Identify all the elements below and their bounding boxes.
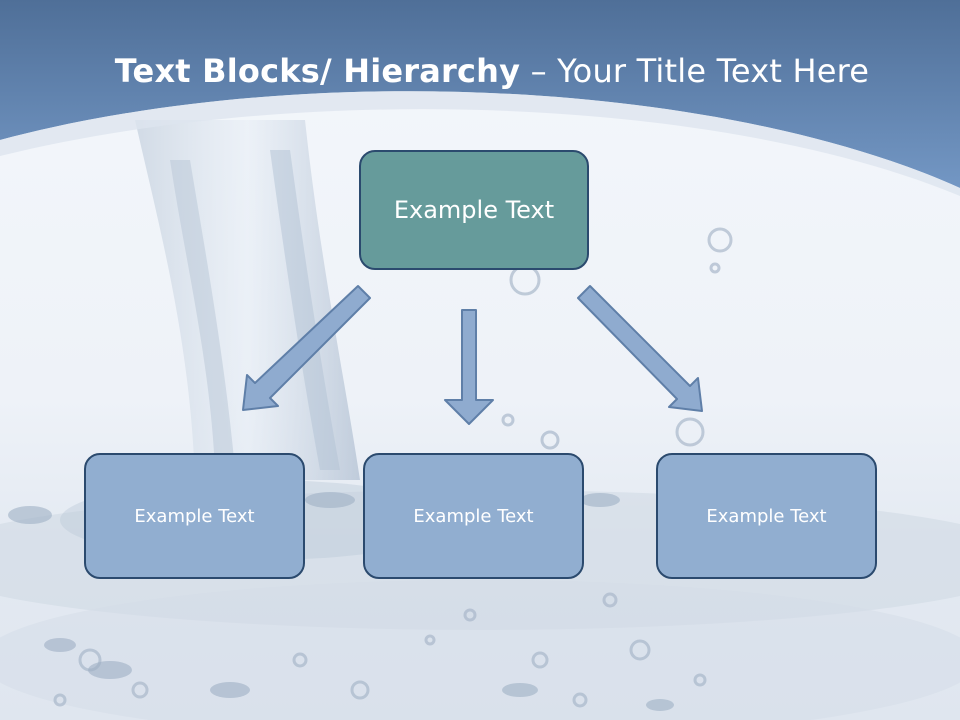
child-node-1: Example Text [84,453,305,579]
arrow-center [444,309,494,425]
child-node-3: Example Text [656,453,877,579]
child-node-2: Example Text [363,453,584,579]
top-node: Example Text [359,150,589,270]
child-node-1-label: Example Text [134,505,255,527]
slide-title-rest: – Your Title Text Here [530,52,870,90]
slide-title: Text Blocks/ Hierarchy – Your Title Text… [0,52,960,90]
arrow-right [577,285,703,412]
child-node-3-label: Example Text [706,505,827,527]
top-node-label: Example Text [393,196,555,224]
child-node-2-label: Example Text [413,505,534,527]
slide-title-bold: Text Blocks/ Hierarchy [114,52,521,90]
arrow-left [242,285,371,411]
